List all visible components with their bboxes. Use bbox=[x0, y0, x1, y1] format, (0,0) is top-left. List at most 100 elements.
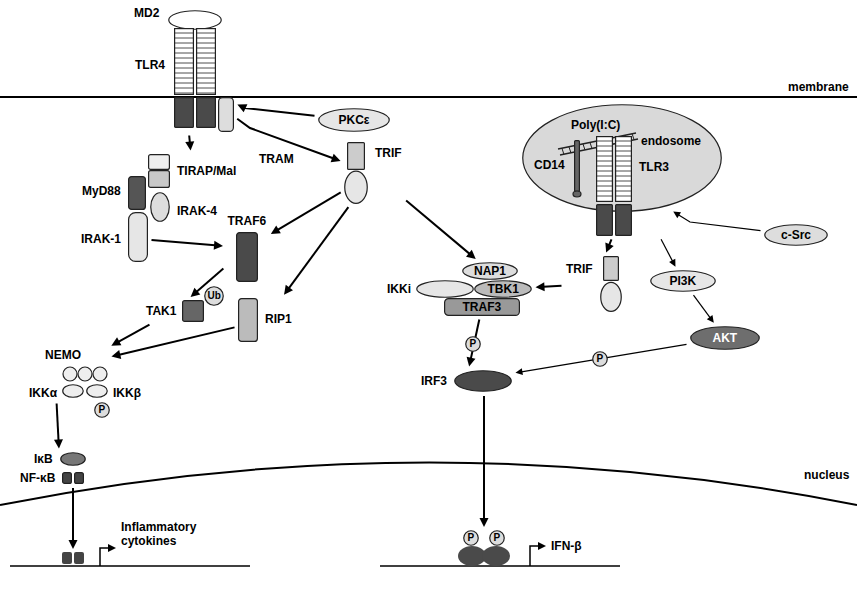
protein-shape bbox=[150, 192, 170, 222]
arrow-line bbox=[521, 344, 686, 371]
ectodomain-stripe bbox=[616, 151, 631, 152]
protein-outline bbox=[345, 171, 368, 203]
protein-label: NAP1 bbox=[473, 264, 507, 278]
ectodomain-stripe bbox=[197, 58, 215, 59]
arrow-line bbox=[188, 135, 191, 142]
ectodomain-stripe bbox=[616, 146, 631, 147]
protein-label: NF-κB bbox=[19, 471, 56, 485]
signal-arrow bbox=[467, 319, 480, 366]
ectodomain-stripe bbox=[175, 38, 193, 39]
figure-label: nucleus bbox=[803, 468, 850, 482]
ectodomain-stripe bbox=[597, 156, 612, 157]
arrow-head bbox=[480, 518, 489, 527]
protein-label: Ub bbox=[207, 290, 222, 302]
ectodomain-stripe bbox=[175, 83, 193, 84]
protein-domain bbox=[348, 143, 365, 170]
arrow-line bbox=[245, 108, 315, 116]
protein-domain bbox=[149, 171, 170, 188]
ectodomain-stripe bbox=[175, 53, 193, 54]
pathway-node: NEMO bbox=[42, 346, 110, 384]
pathway-node: IκB bbox=[31, 450, 88, 468]
protein-shape bbox=[174, 28, 234, 132]
protein-shape bbox=[168, 10, 222, 30]
ectodomain-stripe bbox=[175, 63, 193, 64]
ectodomain-stripe bbox=[597, 186, 612, 187]
protein-outline bbox=[319, 109, 390, 132]
arrow-line bbox=[118, 325, 149, 342]
protein-shape bbox=[454, 370, 512, 392]
protein-domain bbox=[75, 473, 84, 484]
ectodomain-stripe bbox=[175, 78, 193, 79]
ectodomain-stripe bbox=[197, 83, 215, 84]
protein-shape bbox=[86, 384, 108, 398]
ectodomain-stripe bbox=[197, 93, 215, 94]
protein-label: TRIF bbox=[565, 262, 594, 276]
ectodomain-stripe bbox=[175, 58, 193, 59]
pathway-node: IRAK-4 bbox=[148, 190, 220, 224]
protein-label: IκB bbox=[33, 452, 54, 466]
arrow-line bbox=[289, 207, 349, 288]
protein-outline bbox=[691, 327, 760, 350]
arrow-head bbox=[707, 315, 714, 323]
arrow-head bbox=[284, 285, 293, 295]
protein-label: P bbox=[469, 338, 478, 350]
pathway-node: c-Src bbox=[762, 222, 830, 248]
pathway-node: PI3K bbox=[648, 268, 718, 294]
ectodomain-stripe bbox=[597, 146, 612, 147]
protein-label: PKCε bbox=[338, 113, 371, 127]
arrow-head bbox=[108, 544, 116, 552]
pathway-node: TLR3 bbox=[594, 134, 672, 238]
arrow-line bbox=[609, 239, 611, 245]
ectodomain-stripe bbox=[175, 43, 193, 44]
signal-arrow bbox=[237, 104, 314, 115]
irf3-dimer bbox=[458, 546, 486, 566]
ectodomain-stripe bbox=[616, 186, 631, 187]
irf3-dimer bbox=[482, 546, 510, 566]
protein-outline bbox=[87, 385, 108, 398]
signal-arrow bbox=[535, 282, 561, 291]
ectodomain-stripe bbox=[616, 176, 631, 177]
protein-domain bbox=[149, 155, 170, 170]
ectodomain-stripe bbox=[597, 191, 612, 192]
arrow-line bbox=[151, 240, 215, 245]
protein-outline bbox=[651, 271, 716, 292]
pathway-node: P bbox=[92, 400, 112, 420]
protein-outline bbox=[523, 105, 722, 212]
signal-arrow bbox=[661, 239, 675, 266]
arrow-line bbox=[278, 192, 341, 229]
protein-label: P bbox=[98, 404, 107, 416]
ectodomain-stripe bbox=[197, 53, 215, 54]
protein-label: TRAF6 bbox=[227, 214, 268, 228]
protein-outline bbox=[593, 352, 608, 367]
protein-outline bbox=[78, 367, 92, 381]
protein-label: TAK1 bbox=[145, 304, 177, 318]
arrow-head bbox=[538, 542, 546, 550]
pathway-node: IKKβ bbox=[84, 382, 144, 402]
ectodomain-stripe bbox=[597, 166, 612, 167]
rna-rung bbox=[569, 147, 571, 153]
protein-label: IKKβ bbox=[112, 386, 142, 400]
pathway-node: AKT bbox=[688, 324, 762, 352]
nuclear-envelope bbox=[0, 463, 857, 506]
ectodomain-stripe bbox=[616, 181, 631, 182]
protein-label: IKKi bbox=[386, 282, 412, 296]
rna-rung bbox=[590, 142, 592, 148]
ectodomain-stripe bbox=[597, 176, 612, 177]
pathway-node: IKKi bbox=[384, 278, 476, 300]
protein-domain bbox=[239, 299, 258, 342]
protein-outline bbox=[151, 193, 170, 222]
ectodomain-stripe bbox=[616, 141, 631, 142]
protein-shape bbox=[238, 298, 258, 342]
pathway-node: TAK1 bbox=[143, 298, 206, 324]
protein-outline bbox=[93, 367, 107, 381]
pathway-node: P bbox=[487, 528, 507, 548]
ectodomain-stripe bbox=[616, 191, 631, 192]
pathway-node: endosomePoly(I:C)CD14TLR3 bbox=[520, 102, 724, 214]
signal-arrow bbox=[515, 344, 686, 375]
arrow-line bbox=[119, 327, 234, 354]
protein-domain bbox=[197, 98, 216, 128]
ectodomain-stripe bbox=[175, 48, 193, 49]
transcription-arrow bbox=[530, 546, 539, 566]
protein-shape bbox=[62, 384, 84, 398]
